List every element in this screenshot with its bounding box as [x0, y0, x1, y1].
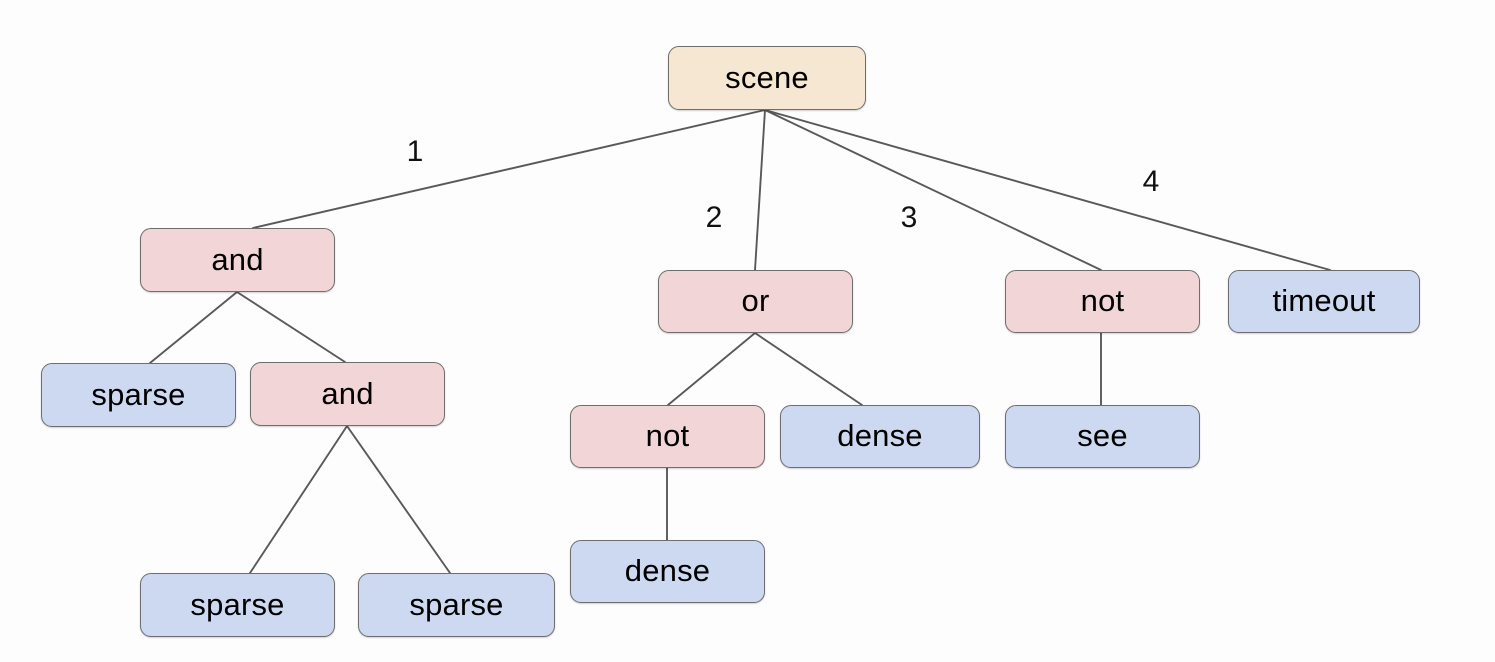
node-label-timeout1: timeout [1272, 283, 1376, 318]
node-and1[interactable]: and [140, 228, 335, 292]
node-or1[interactable]: or [658, 270, 853, 333]
node-sparse1[interactable]: sparse [41, 363, 236, 427]
edge-and1-to-sparse1 [149, 291, 238, 364]
edge-and2-to-sparse3 [346, 425, 451, 574]
node-label-or1: or [741, 283, 770, 318]
edge-and2-to-sparse2 [249, 425, 348, 574]
node-label-not1: not [1080, 283, 1125, 318]
node-label-dense1: dense [837, 418, 923, 453]
edge-scene-to-and1 [252, 109, 766, 229]
edge-or1-to-dense1 [754, 332, 863, 406]
edge-label-e3: 3 [900, 201, 918, 234]
node-sparse3[interactable]: sparse [358, 573, 555, 637]
node-label-sparse2: sparse [190, 586, 285, 622]
node-see1[interactable]: see [1005, 405, 1200, 468]
node-sparse2[interactable]: sparse [140, 573, 335, 637]
edge-label-e1: 1 [406, 135, 424, 168]
node-label-sparse1: sparse [91, 376, 186, 412]
node-timeout1[interactable]: timeout [1228, 270, 1420, 333]
node-not2[interactable]: not [570, 405, 765, 468]
node-dense1[interactable]: dense [780, 405, 980, 468]
node-label-and1: and [211, 241, 264, 277]
node-label-and2: and [321, 375, 374, 411]
node-dense2[interactable]: dense [570, 540, 765, 603]
edge-scene-to-timeout1 [764, 109, 1331, 271]
edge-and1-to-and2 [236, 291, 346, 363]
node-not1[interactable]: not [1005, 270, 1200, 333]
node-and2[interactable]: and [250, 362, 445, 426]
node-label-see1: see [1077, 418, 1128, 453]
node-label-not2: not [645, 418, 690, 453]
edge-label-e2: 2 [705, 201, 723, 234]
edge-scene-to-or1 [754, 109, 766, 271]
node-label-sparse3: sparse [409, 586, 504, 622]
edge-scene-to-not1 [764, 109, 1102, 271]
edge-label-e4: 4 [1142, 165, 1160, 198]
node-label-dense2: dense [624, 553, 711, 588]
node-label-scene: scene [725, 59, 809, 95]
edge-or1-to-not2 [667, 332, 756, 406]
node-scene[interactable]: scene [668, 46, 866, 110]
